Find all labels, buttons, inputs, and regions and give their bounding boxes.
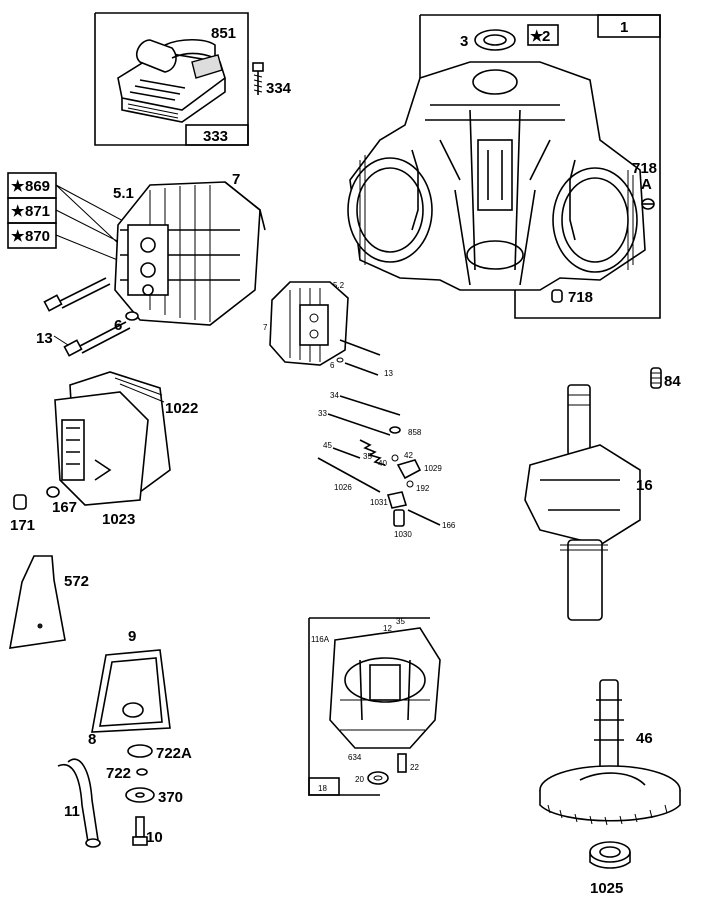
seal-3 (474, 29, 516, 51)
pin-718a (641, 198, 655, 210)
cylinder-head-51: 5.1 7 (113, 171, 266, 326)
label-34: 34 (330, 391, 339, 400)
label-1: 1 (620, 19, 628, 36)
screen-572 (9, 555, 66, 649)
label-16: 16 (636, 477, 653, 494)
label-722: 722 (106, 765, 131, 782)
valve-train-parts: 34 33 858 35 40 42 45 1029 1026 192 1031… (317, 391, 456, 539)
label-35: 35 (363, 452, 372, 461)
cylinder-head-52: 5.2 7 6 13 (263, 281, 393, 378)
label-33: 33 (318, 409, 327, 418)
label-869: 869 (25, 178, 50, 195)
star-871: ★ (11, 203, 25, 220)
label-13: 13 (36, 330, 53, 347)
washer-370 (125, 787, 155, 803)
plug-84 (650, 367, 662, 389)
screw-334 (252, 62, 264, 95)
label-9: 9 (128, 628, 136, 645)
cover-9 (91, 649, 171, 733)
part-group-1: 1 ★ 2 3 718 A (347, 14, 661, 319)
nut-171 (13, 494, 27, 510)
washer-722a (127, 744, 153, 758)
label-42: 42 (404, 451, 413, 460)
star-869: ★ (11, 178, 25, 195)
label-6b: 6 (330, 361, 335, 370)
label-192: 192 (416, 484, 430, 493)
label-6: 6 (114, 317, 122, 334)
label-stack-valves: ★ 869 ★ 871 ★ 870 (7, 172, 141, 266)
part-group-333: 333 851 334 (94, 12, 292, 146)
washer-6 (125, 311, 139, 321)
label-1023: 1023 (102, 511, 135, 528)
label-3: 3 (460, 33, 468, 50)
label-1025: 1025 (590, 880, 623, 897)
label-171: 171 (10, 517, 35, 534)
label-718a-suffix: A (641, 176, 652, 193)
label-20: 20 (355, 775, 364, 784)
seal-1025 (589, 841, 631, 869)
label-166: 166 (442, 521, 456, 530)
seal-20 (367, 771, 389, 785)
label-5-2: 5.2 (333, 281, 345, 290)
air-cleaner-1022 (54, 371, 171, 506)
label-12: 12 (383, 624, 392, 633)
label-167: 167 (52, 499, 77, 516)
label-870: 870 (25, 228, 50, 245)
label-871: 871 (25, 203, 50, 220)
pin-718 (551, 289, 563, 303)
label-7: 7 (232, 171, 240, 188)
label-858: 858 (408, 428, 422, 437)
label-1022: 1022 (165, 400, 198, 417)
label-1030: 1030 (394, 530, 412, 539)
label-35b: 35 (396, 617, 405, 626)
label-722a: 722A (156, 745, 192, 762)
label-18: 18 (318, 784, 327, 793)
star-2: ★ (530, 28, 544, 45)
label-8: 8 (88, 731, 96, 748)
label-1026: 1026 (334, 483, 352, 492)
label-370: 370 (158, 789, 183, 806)
cylinder-block-1 (347, 61, 646, 291)
label-718a: 718 (632, 160, 657, 177)
sump-12 (329, 627, 441, 749)
crankshaft-16 (524, 384, 641, 621)
label-572: 572 (64, 573, 89, 590)
oring-722 (136, 768, 148, 776)
label-116a: 116A (311, 635, 330, 644)
label-45: 45 (323, 441, 332, 450)
camshaft-46 (539, 679, 681, 826)
label-22: 22 (410, 763, 419, 772)
label-46: 46 (636, 730, 653, 747)
bolts-13 (43, 277, 131, 357)
label-11: 11 (64, 803, 80, 820)
label-1031: 1031 (370, 498, 388, 507)
label-634: 634 (348, 753, 362, 762)
washer-167 (46, 486, 60, 498)
part-group-18: 18 116A 12 35 634 22 20 (308, 617, 441, 796)
label-334: 334 (266, 80, 292, 97)
label-5-1: 5.1 (113, 185, 134, 202)
label-13b: 13 (384, 369, 393, 378)
label-10: 10 (146, 829, 163, 846)
label-851: 851 (211, 25, 236, 42)
tube-11 (57, 758, 101, 848)
label-718: 718 (568, 289, 593, 306)
label-7b: 7 (263, 323, 268, 332)
breather-assembly-851 (117, 38, 226, 123)
fitting-10 (132, 816, 148, 846)
label-2: 2 (542, 28, 550, 45)
label-1029: 1029 (424, 464, 442, 473)
label-84: 84 (664, 373, 681, 390)
label-40: 40 (378, 459, 387, 468)
star-870: ★ (11, 228, 25, 245)
bolt-22 (397, 753, 407, 773)
label-333: 333 (203, 128, 228, 145)
